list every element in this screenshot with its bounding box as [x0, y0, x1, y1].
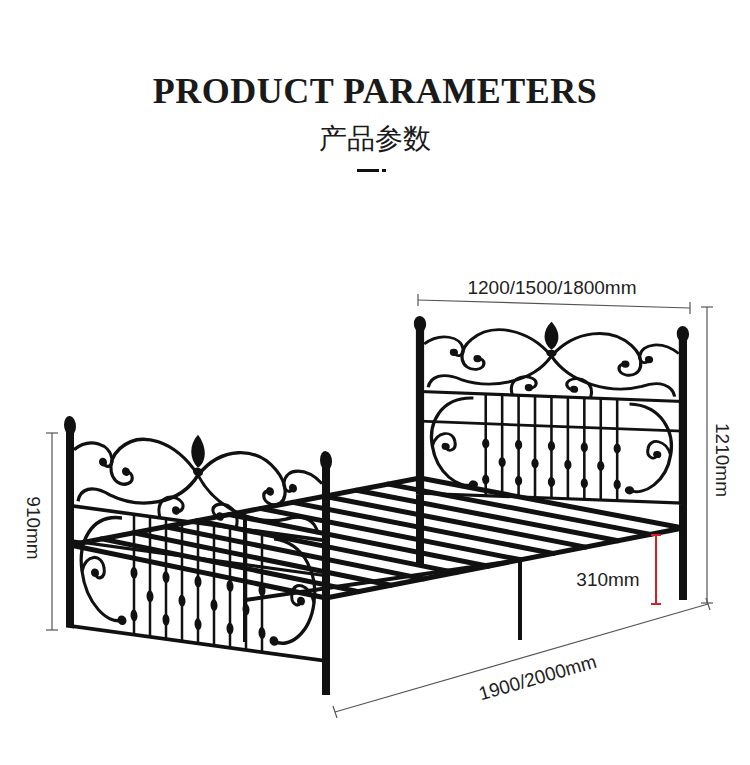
bed-slats [70, 478, 683, 598]
length-dimension: 1900/2000mm [477, 651, 600, 706]
footboard-height: 910mm [22, 496, 44, 559]
width-dimension: 1200/1500/1800mm [467, 277, 636, 299]
clearance-height: 310mm [574, 569, 641, 591]
page-subtitle: 产品参数 [319, 120, 431, 158]
title-dash [382, 169, 386, 172]
dimension-lines [46, 294, 713, 718]
page-title: PRODUCT PARAMETERS [153, 70, 598, 112]
footboard [64, 415, 332, 695]
height-marker [651, 535, 661, 604]
side-rail [70, 478, 683, 598]
headboard-height: 1210mm [711, 423, 733, 497]
title-dash [357, 169, 379, 172]
